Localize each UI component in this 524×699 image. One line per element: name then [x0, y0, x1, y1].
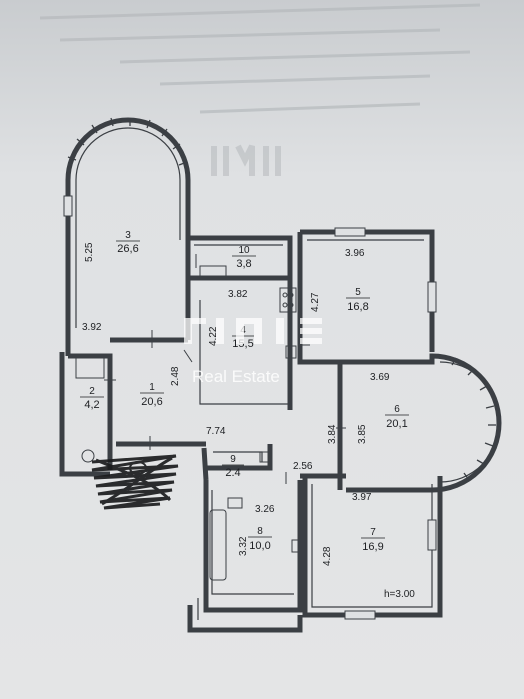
- room-10-area: 3,8: [236, 258, 251, 270]
- watermark-logo: [184, 318, 322, 344]
- dim-room4-height: 4.22: [208, 326, 219, 346]
- dim-hall-height: 3.84: [327, 424, 338, 444]
- dimensions: 5.25 3.92 3.82 4.22 2.48 4.27 3.96 3.69 …: [82, 242, 415, 600]
- watermark-caption: Real Estate: [192, 367, 280, 386]
- room-6-number: 6: [394, 404, 400, 415]
- room-7-number: 7: [370, 527, 376, 538]
- stamp-mark: [211, 144, 281, 176]
- scribble-mark: [91, 454, 179, 510]
- arch-segments: [67, 117, 496, 481]
- dim-room5-width: 3.96: [345, 248, 365, 259]
- room-9-area: 2.4: [225, 467, 240, 479]
- dim-room1-side: 2.48: [170, 366, 181, 386]
- watermark: Real Estate: [184, 318, 322, 386]
- dim-room5-height: 4.27: [310, 292, 321, 312]
- room-1-number: 1: [149, 382, 155, 393]
- room-8-number: 8: [257, 526, 263, 537]
- room-7-area: 16,9: [362, 541, 383, 553]
- bleed-through-lines: [39, 3, 481, 114]
- room-6-area: 20,1: [386, 418, 407, 430]
- dim-room8-width: 3.26: [255, 504, 275, 515]
- dim-room7-height: 4.28: [322, 546, 333, 566]
- room-8-area: 10,0: [249, 540, 270, 552]
- room-3-area: 26,6: [117, 243, 138, 255]
- room-1-area: 20,6: [141, 396, 162, 408]
- dim-room6-width: 3.69: [370, 372, 390, 383]
- room-2-area: 4,2: [84, 399, 99, 411]
- dim-room4-width: 3.82: [228, 289, 248, 300]
- room-9-number: 9: [230, 454, 236, 465]
- room-5-area: 16,8: [347, 301, 368, 313]
- room-2-number: 2: [89, 386, 95, 397]
- dim-room7-width: 3.97: [352, 492, 372, 503]
- windows: [63, 195, 437, 620]
- dim-room6-height: 3.85: [357, 424, 368, 444]
- dim-passage-width: 2.56: [293, 461, 313, 472]
- room-5-number: 5: [355, 287, 361, 298]
- dim-room8-height: 3.32: [238, 536, 249, 556]
- ceiling-height: h=3.00: [384, 589, 415, 600]
- dim-hall-length: 7.74: [206, 426, 226, 437]
- fixtures: [75, 254, 346, 581]
- room-10-number: 10: [238, 245, 250, 256]
- dim-room3-width: 3.92: [82, 322, 102, 333]
- room-3-number: 3: [125, 230, 131, 241]
- dim-room3-height: 5.25: [84, 242, 95, 262]
